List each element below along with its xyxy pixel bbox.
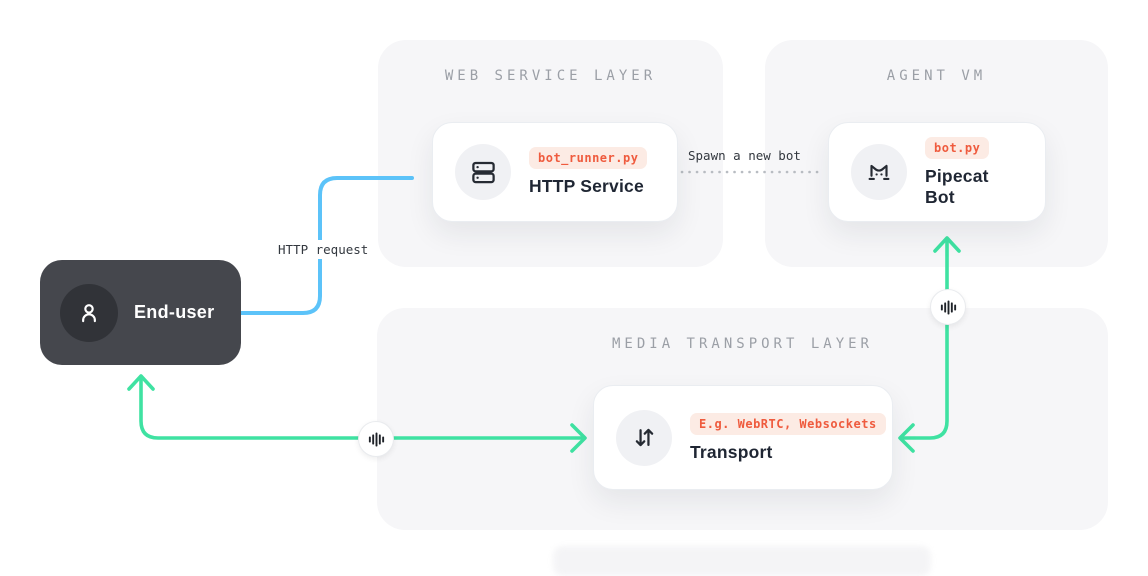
audio-waveform-icon: [930, 289, 966, 325]
lower-layer-peek: [553, 546, 931, 576]
up-down-arrows-icon: [616, 409, 672, 466]
end-user-label: End-user: [134, 302, 215, 322]
server-icon: [455, 144, 511, 200]
node-transport: E.g. WebRTC, Websockets Transport: [593, 385, 893, 490]
edge-label-spawn-bot: Spawn a new bot: [688, 148, 801, 163]
panel-title-agent-vm: AGENT VM: [886, 68, 987, 84]
panel-title-web-service-layer: WEB SERVICE LAYER: [444, 68, 657, 84]
node-end-user: End-user: [40, 260, 241, 365]
node-http-service: bot_runner.py HTTP Service: [432, 122, 678, 222]
node-title-http-service: HTTP Service: [529, 176, 644, 196]
node-pipecat-bot: bot.py Pipecat Bot: [828, 122, 1046, 222]
audio-waveform-icon: [358, 421, 394, 457]
panel-title-media-transport-layer: MEDIA TRANSPORT LAYER: [611, 336, 873, 352]
file-badge-bot-py: bot.py: [925, 136, 990, 159]
node-title-transport: Transport: [690, 441, 773, 462]
arrowhead-up-end-user: [127, 374, 155, 391]
transport-examples-badge: E.g. WebRTC, Websockets: [690, 412, 886, 435]
person-icon: [60, 283, 118, 342]
file-badge-bot-runner: bot_runner.py: [529, 147, 648, 169]
node-title-pipecat-bot: Pipecat Bot: [925, 165, 989, 207]
pipecat-cat-icon: [851, 144, 907, 200]
edge-label-http-request: HTTP request: [272, 240, 375, 259]
